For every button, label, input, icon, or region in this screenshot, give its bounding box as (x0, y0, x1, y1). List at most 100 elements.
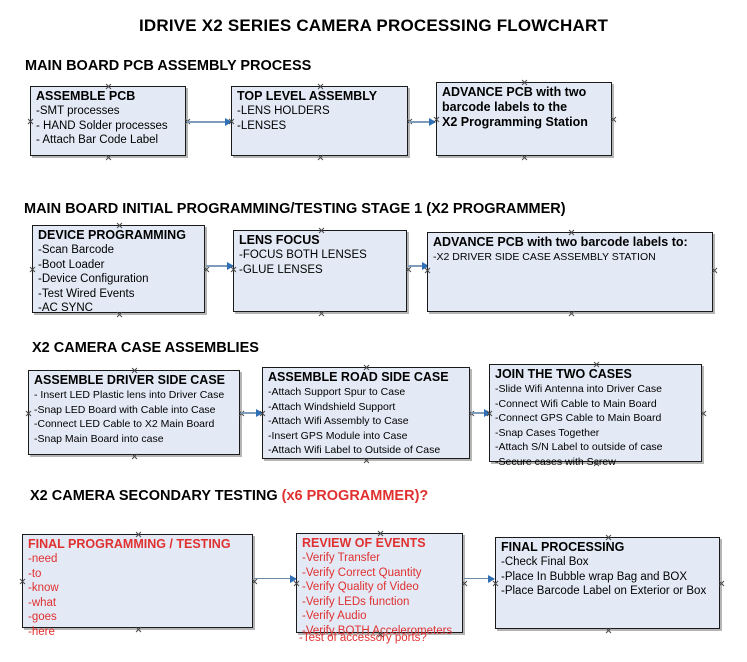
box-line: -Verify BOTH Accelerometers (302, 624, 453, 637)
box-top-level-assembly[interactable]: TOP LEVEL ASSEMBLY -LENS HOLDERS -LENSES (231, 86, 408, 156)
box-line: -LENSES (237, 119, 287, 132)
box-line: -Attach S/N Label to outside of case (495, 441, 663, 453)
box-final-programming-testing[interactable]: FINAL PROGRAMMING / TESTING -need -to -k… (19, 534, 253, 638)
connector-road-side-to-join-cases (471, 409, 491, 417)
resize-handle-right[interactable] (718, 580, 725, 587)
box-line: -Attach Wifi Label to Outside of Case (268, 444, 441, 456)
section-heading-text: MAIN BOARD PCB ASSEMBLY PROCESS (25, 58, 312, 74)
box-title: FINAL PROCESSING (501, 540, 625, 554)
connector-driver-side-to-road-side (241, 409, 263, 417)
box-line: -Scan Barcode (38, 244, 115, 256)
box-line: -to (28, 567, 42, 580)
connector-lens-focus-to-advance-pcb (408, 262, 429, 270)
section-heading-text: MAIN BOARD INITIAL PROGRAMMING/TESTING S… (24, 201, 566, 217)
page-title: IDRIVE X2 SERIES CAMERA PROCESSING FLOWC… (138, 16, 609, 35)
arrowhead-icon (290, 574, 297, 583)
box-assemble-pcb[interactable]: ASSEMBLE PCB -SMT processes - HAND Solde… (30, 86, 186, 156)
box-line: -Snap Cases Together (495, 426, 600, 439)
box-line: -Insert GPS Module into Case (268, 429, 408, 442)
box-line: -here (28, 625, 55, 638)
resize-handle-bottom[interactable] (318, 310, 325, 317)
box-title: ASSEMBLE DRIVER SIDE CASE (34, 373, 226, 387)
box-title: ASSEMBLE ROAD SIDE CASE (268, 370, 449, 384)
section-heading-main-board-initial-programming: MAIN BOARD INITIAL PROGRAMMING/TESTING S… (24, 201, 566, 217)
section-heading-accent: (x6 PROGRAMMER)? (281, 488, 429, 504)
box-title: ADVANCE PCB with two barcode labels to: (433, 235, 688, 249)
resize-handle-left[interactable] (19, 578, 26, 585)
box-line: -FOCUS BOTH LENSES (239, 249, 367, 261)
box-line: -Place Barcode Label on Exterior or Box (501, 585, 707, 597)
resize-handle-left[interactable] (25, 410, 32, 417)
box-line: -Secure cases with Screw (495, 455, 616, 468)
connector-review-of-events-to-final-processing (464, 574, 495, 583)
resize-handle-left[interactable] (29, 266, 36, 273)
box-line: -Connect Wifi Cable to Main Board (495, 397, 657, 410)
arrowhead-icon (484, 409, 491, 417)
resize-handle-right[interactable] (461, 580, 468, 587)
arrowhead-icon (422, 262, 429, 270)
box-line: -SMT processes (36, 105, 120, 117)
resize-handle-right[interactable] (203, 266, 210, 273)
box-line: - Insert LED Plastic lens into Driver Ca… (34, 389, 225, 401)
box-device-programming[interactable]: DEVICE PROGRAMMING -Scan Barcode -Boot L… (29, 225, 205, 314)
box-advance-pcb-to-driver-side-case-station[interactable]: ADVANCE PCB with two barcode labels to: … (427, 232, 713, 312)
box-line: -Place In Bubble wrap Bag and BOX (501, 570, 688, 583)
box-line: -know (28, 582, 59, 594)
resize-handle-bottom[interactable] (568, 310, 575, 317)
section-heading-x2-camera-secondary-testing: X2 CAMERA SECONDARY TESTING (x6 PROGRAMM… (30, 488, 428, 504)
box-line: -Verify Transfer (302, 552, 380, 564)
box-line: -Verify LEDs function (302, 595, 410, 608)
resize-handle-left[interactable] (27, 118, 34, 125)
box-lens-focus[interactable]: LENS FOCUS -FOCUS BOTH LENSES -GLUE LENS… (233, 230, 407, 312)
box-line: -Attach Support Spur to Case (268, 386, 406, 398)
box-title: ADVANCE PCB with two (442, 85, 587, 99)
arrowhead-icon (256, 409, 263, 417)
box-line: -Snap LED Board with Cable into Case (34, 403, 216, 416)
box-assemble-road-side-case[interactable]: ASSEMBLE ROAD SIDE CASE -Attach Support … (262, 367, 470, 459)
box-title: JOIN THE TWO CASES (495, 367, 632, 381)
box-line: -Verify Audio (302, 610, 367, 622)
review-of-events-overflow-line: -Test of accessory ports? (299, 632, 427, 644)
resize-handle-bottom[interactable] (521, 154, 528, 161)
section-heading-text: X2 CAMERA SECONDARY TESTING (30, 488, 282, 504)
box-line: -Snap Main Board into case (34, 432, 164, 445)
connector-final-programming-to-review-of-events (254, 574, 297, 583)
box-line: -Connect GPS Cable to Main Board (495, 412, 662, 424)
box-join-the-two-cases[interactable]: JOIN THE TWO CASES -Slide Wifi Antenna i… (489, 364, 702, 468)
arrowhead-icon (227, 262, 234, 270)
box-line: -Attach Windshield Support (268, 400, 396, 413)
box-assemble-driver-side-case[interactable]: ASSEMBLE DRIVER SIDE CASE - Insert LED P… (28, 370, 240, 455)
arrowhead-icon (429, 118, 436, 126)
connector-assemble-pcb-to-top-level-assembly (187, 118, 232, 126)
connector-top-level-assembly-to-advance-pcb (409, 118, 436, 126)
box-line: -Attach Wifi Assembly to Case (268, 415, 409, 427)
box-title-cont: barcode labels to the (442, 100, 568, 114)
box-line: -Verify Quality of Video (302, 581, 419, 593)
resize-handle-right[interactable] (610, 116, 617, 123)
box-review-of-events[interactable]: REVIEW OF EVENTS -Verify Transfer -Verif… (296, 533, 463, 637)
box-line: - HAND Solder processes (36, 119, 168, 132)
box-title: TOP LEVEL ASSEMBLY (237, 89, 378, 103)
resize-handle-bottom[interactable] (317, 154, 324, 161)
resize-handle-right[interactable] (711, 267, 718, 274)
box-title: DEVICE PROGRAMMING (38, 228, 186, 242)
resize-handle-right[interactable] (405, 266, 412, 273)
box-line: -X2 DRIVER SIDE CASE ASSEMBLY STATION (433, 251, 656, 263)
box-line: -what (28, 596, 57, 609)
box-line: -LENS HOLDERS (237, 105, 330, 117)
box-line: -Device Configuration (38, 273, 149, 285)
resize-handle-bottom[interactable] (605, 627, 612, 634)
box-final-processing[interactable]: FINAL PROCESSING -Check Final Box -Place… (495, 537, 720, 629)
box-line: -need (28, 553, 58, 565)
box-line: -AC SYNC (38, 302, 93, 314)
resize-handle-bottom[interactable] (363, 457, 370, 464)
arrowhead-icon (488, 574, 495, 583)
resize-handle-right[interactable] (700, 410, 707, 417)
resize-handle-right[interactable] (251, 578, 258, 585)
section-heading-text: X2 CAMERA CASE ASSEMBLIES (32, 340, 259, 356)
resize-handle-bottom[interactable] (131, 453, 138, 460)
box-advance-pcb-to-x2-programming-station[interactable]: ADVANCE PCB with two barcode labels to t… (436, 82, 612, 156)
resize-handle-bottom[interactable] (105, 154, 112, 161)
arrowhead-icon (225, 118, 232, 126)
